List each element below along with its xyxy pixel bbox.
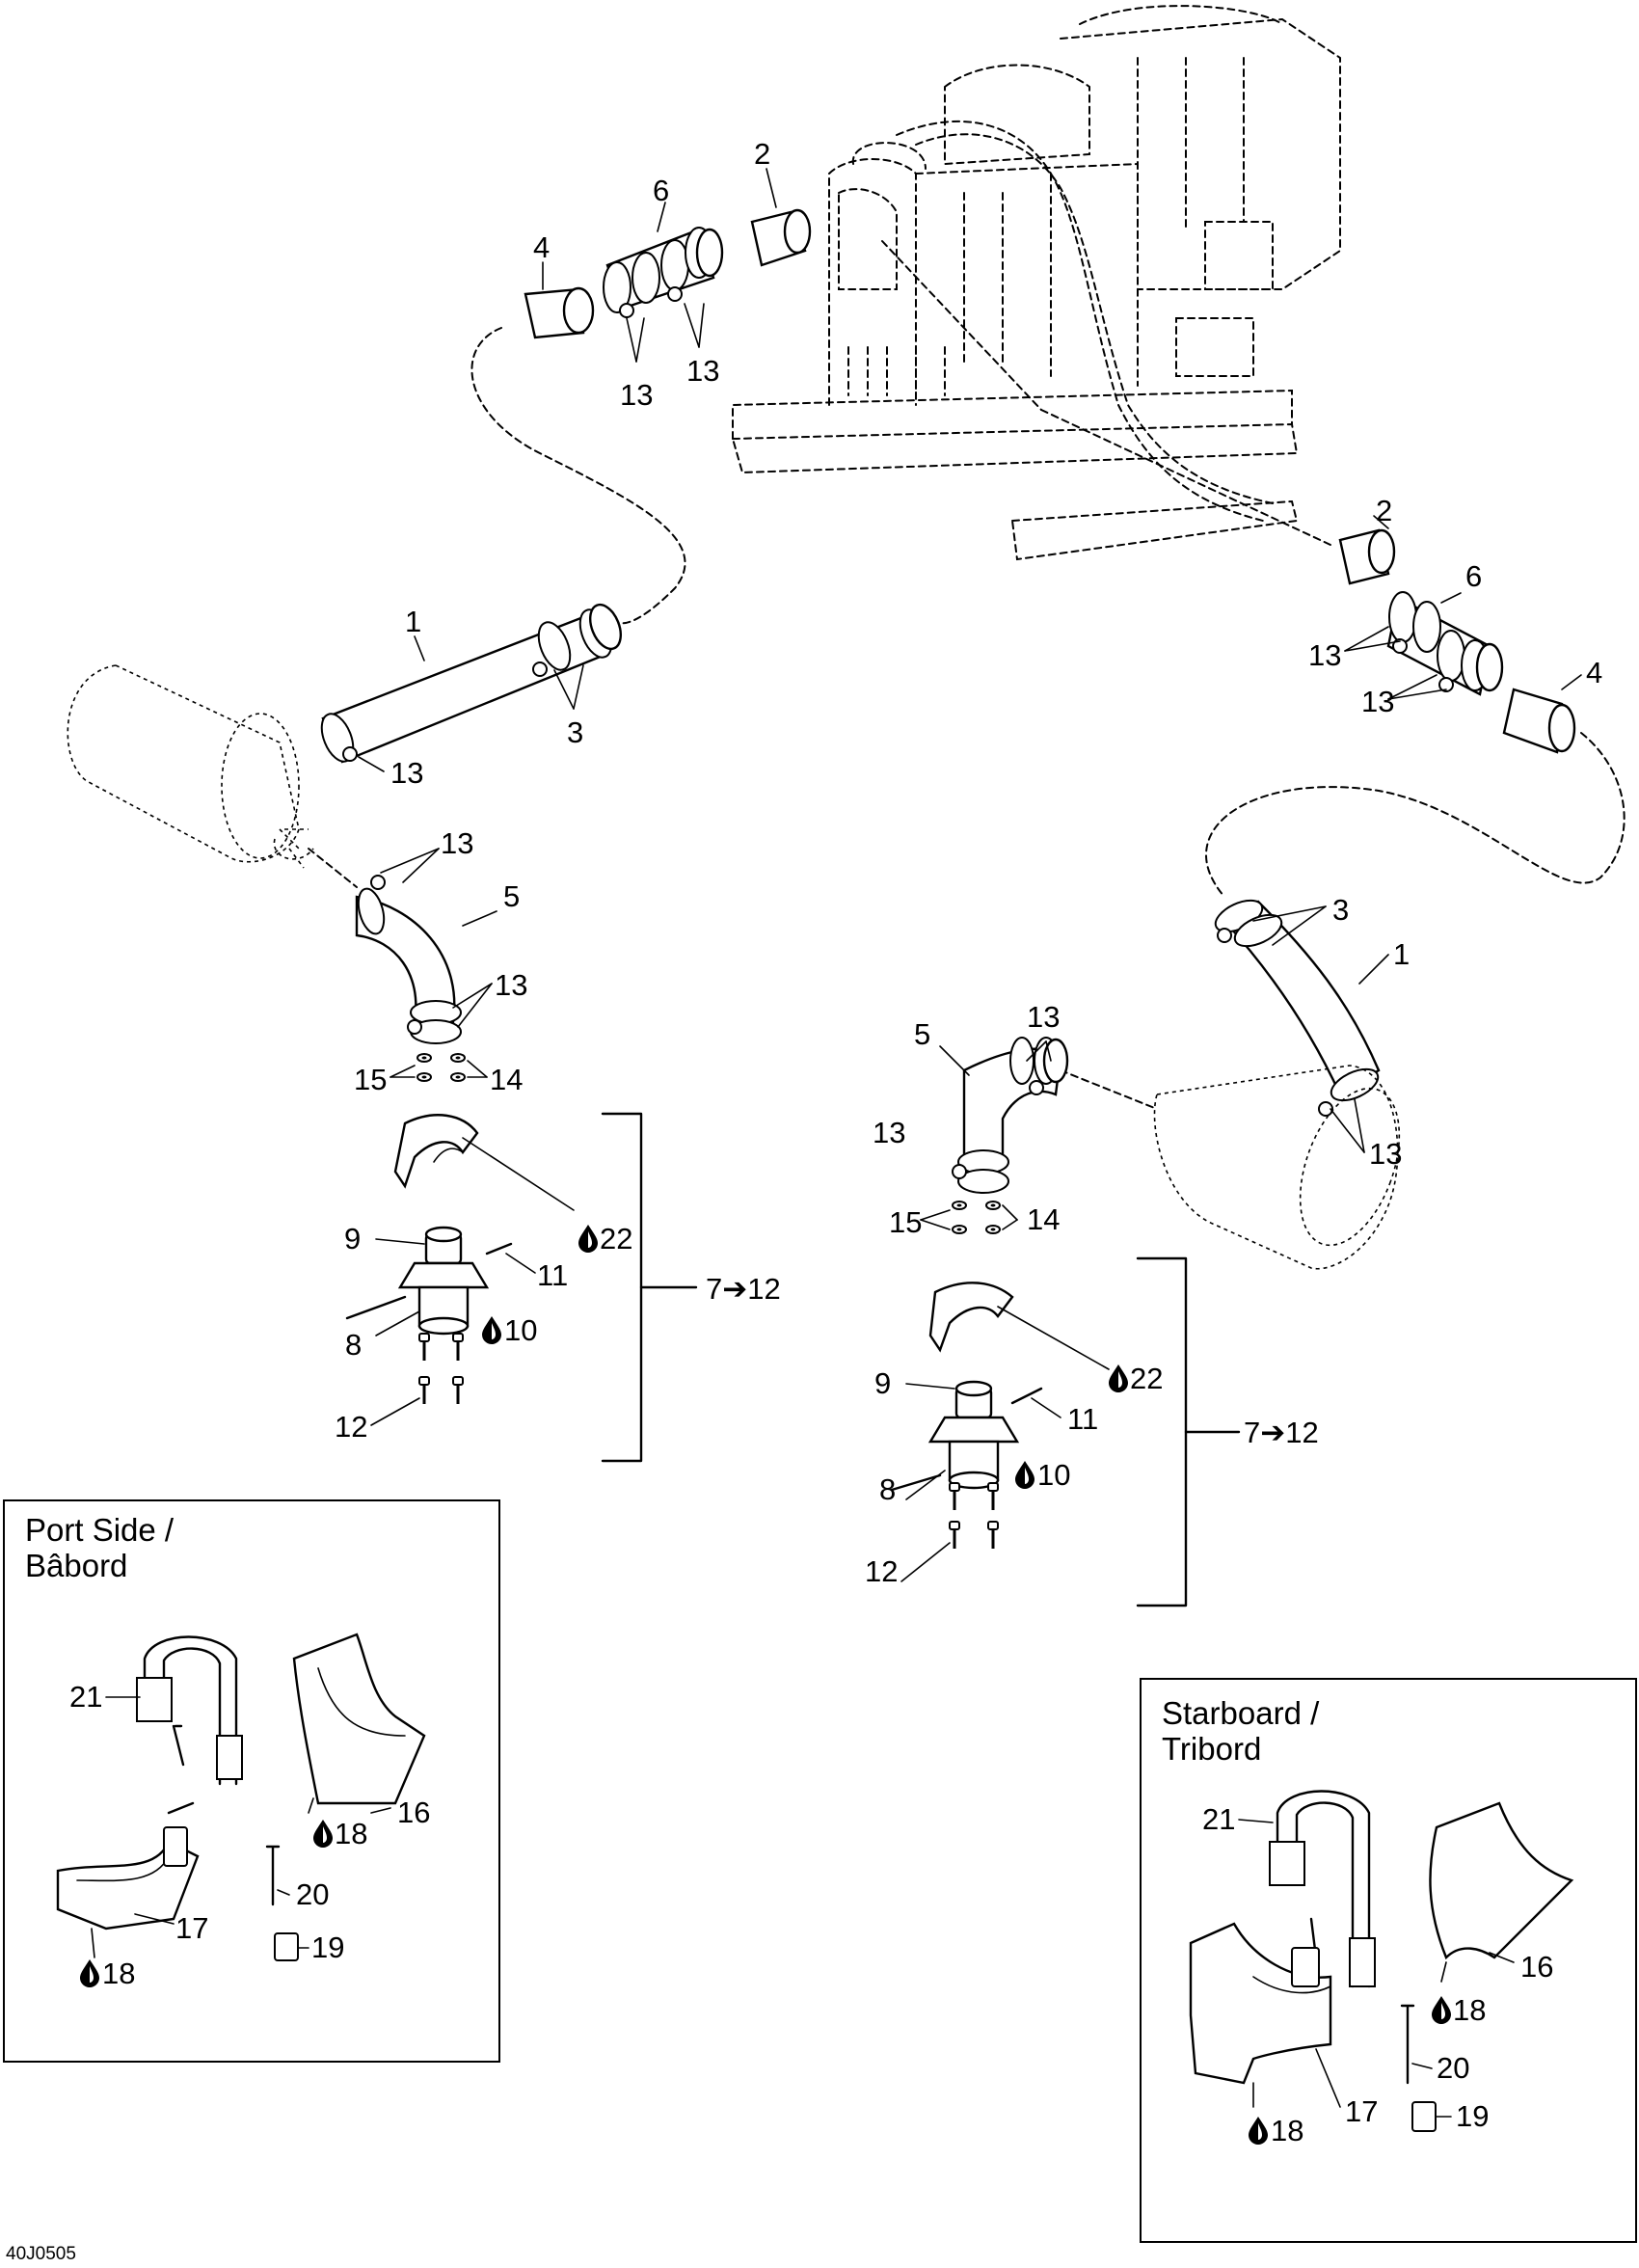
drop-icon (313, 1820, 333, 1848)
callout-17: 17 (1345, 2094, 1378, 2128)
callout-13: 13 (1361, 685, 1394, 718)
callout-18: 18 (335, 1817, 367, 1850)
callout-11: 11 (537, 1258, 568, 1292)
callout-13: 13 (1308, 638, 1341, 672)
callout-22: 22 (1130, 1362, 1163, 1395)
callout-11: 11 (1067, 1402, 1098, 1436)
drop-icon (1249, 2117, 1268, 2145)
callout-3: 3 (567, 716, 583, 749)
drop-icon (482, 1316, 501, 1344)
callout-21: 21 (69, 1680, 102, 1714)
starboard-exhaust-assembly (890, 409, 1626, 1551)
port-box-title-line2: Bâbord (25, 1548, 127, 1583)
callout-2: 2 (754, 137, 770, 171)
callout-14: 14 (1027, 1202, 1060, 1236)
callout-15: 15 (354, 1063, 387, 1096)
callout-17: 17 (175, 1911, 208, 1945)
callout-5: 5 (914, 1017, 930, 1051)
callout-10: 10 (1037, 1458, 1070, 1492)
figure-code: 40J0505 (6, 2244, 76, 2264)
callout-range-7-12: 7➔12 (1244, 1416, 1319, 1449)
drop-icon (578, 1225, 598, 1253)
engine-phantom-outline (731, 5, 1341, 561)
callout-labels: 4 6 2 13 13 1 3 13 13 5 13 15 14 22 9 11… (6, 137, 1602, 2264)
port-upper-hoses (524, 208, 812, 339)
callout-22: 22 (600, 1222, 632, 1256)
callout-6: 6 (653, 174, 669, 207)
callout-16: 16 (1520, 1950, 1553, 1984)
callout-20: 20 (1437, 2051, 1469, 2085)
callout-13: 13 (441, 826, 473, 860)
starboard-box (1140, 1678, 1637, 2243)
callout-6: 6 (1465, 559, 1482, 593)
callout-8: 8 (879, 1472, 896, 1506)
callout-13: 13 (1369, 1137, 1402, 1171)
callout-18: 18 (102, 1957, 135, 1990)
leader-lines (358, 168, 1582, 1607)
callout-21: 21 (1202, 1802, 1235, 1836)
callout-13: 13 (495, 968, 527, 1002)
callout-4: 4 (1586, 656, 1602, 689)
callout-13: 13 (620, 378, 653, 412)
callout-19: 19 (1456, 2099, 1489, 2133)
callout-12: 12 (335, 1410, 367, 1444)
port-exhaust-assembly (67, 240, 1042, 1406)
port-box-title-line1: Port Side / (25, 1512, 175, 1548)
callout-9: 9 (874, 1366, 891, 1400)
callout-range-7-12: 7➔12 (706, 1272, 781, 1306)
callout-16: 16 (397, 1796, 430, 1829)
callout-13: 13 (686, 354, 719, 388)
drop-icon (80, 1959, 99, 1987)
callout-14: 14 (490, 1063, 523, 1096)
callout-15: 15 (889, 1205, 922, 1239)
callout-9: 9 (344, 1222, 361, 1256)
starboard-box-title-line2: Tribord (1162, 1731, 1261, 1767)
callout-3: 3 (1332, 893, 1349, 927)
callout-13: 13 (873, 1116, 905, 1149)
callout-1: 1 (405, 605, 421, 638)
callout-18: 18 (1453, 1993, 1486, 2027)
callout-4: 4 (533, 230, 550, 264)
callout-13: 13 (1027, 1000, 1060, 1034)
callout-8: 8 (345, 1328, 362, 1362)
callout-10: 10 (504, 1313, 537, 1347)
drop-icon (1432, 1996, 1451, 2024)
callout-12: 12 (865, 1554, 898, 1588)
callout-20: 20 (296, 1877, 329, 1911)
drop-icon (1109, 1364, 1128, 1392)
port-side-box (3, 1499, 500, 2063)
callout-18: 18 (1271, 2114, 1303, 2147)
starboard-box-title-line1: Starboard / (1162, 1695, 1320, 1731)
callout-5: 5 (503, 879, 520, 913)
callout-13: 13 (390, 756, 423, 790)
callout-1: 1 (1393, 937, 1410, 971)
callout-19: 19 (311, 1930, 344, 1964)
drop-icon (1015, 1461, 1034, 1489)
callout-2: 2 (1376, 494, 1392, 527)
